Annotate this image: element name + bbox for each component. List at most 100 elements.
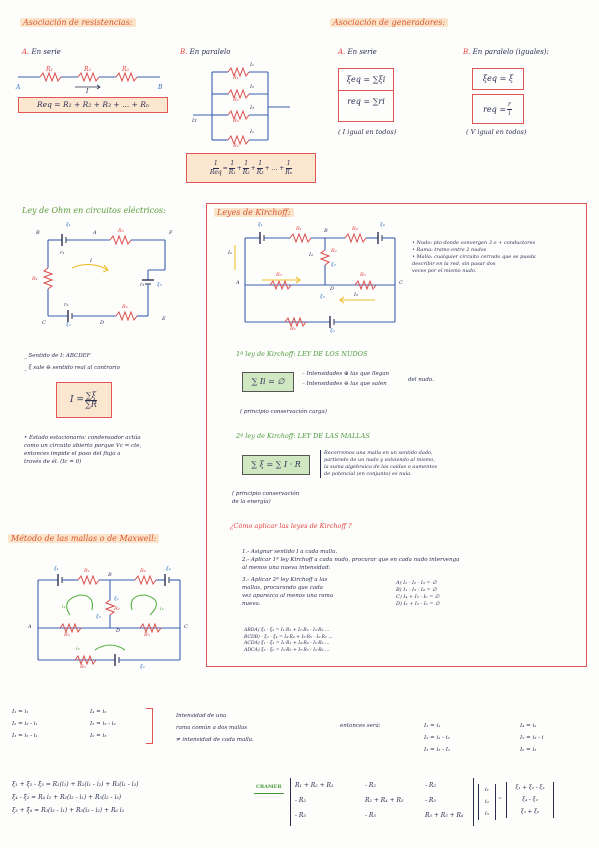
m-e1: ξ₁ xyxy=(54,566,59,572)
k-node-a: A xyxy=(236,280,240,286)
m-node-b: B xyxy=(108,572,112,578)
series-resistors-label: A. En serie xyxy=(22,48,61,56)
cramer-arrow xyxy=(254,793,284,794)
k-i1: I₁ xyxy=(228,250,232,256)
equals-sign: = xyxy=(498,796,503,802)
maxwell-entonces: entonces será: xyxy=(340,723,381,729)
m-R3: R₃ xyxy=(64,632,70,638)
ohm-node-f: F xyxy=(169,230,173,236)
ohm-e2: ξ₂ xyxy=(66,322,71,328)
series-generators-note: ( I igual en todos) xyxy=(338,128,397,136)
m-node-c: C xyxy=(184,624,188,630)
m-R6: R₆ xyxy=(80,664,86,670)
ohm-circuit xyxy=(42,234,166,322)
ohm-e1: ξ₁ xyxy=(66,222,71,228)
law1-notes: – Intensidades ⊕ las que llegan– Intensi… xyxy=(302,371,390,387)
k-R4: R₄ xyxy=(352,226,358,232)
apply-title: ¿Cómo aplicar las leyes de Kirchoff ? xyxy=(230,522,352,530)
r-eq-formula: req = ∑ri xyxy=(347,97,385,106)
pr1-label: R₁ xyxy=(233,75,239,81)
ohm-note-1: _ Sentido de I: ABCDEF xyxy=(24,353,91,359)
ohm-law-formula: I = ∑ξ∑R xyxy=(56,382,112,418)
generators-title: Asociación de generadores: xyxy=(330,18,449,27)
law1-suffix: del nudo. xyxy=(408,377,434,383)
law1-principle: ( principio conservación carga) xyxy=(240,409,327,415)
node-a-label: A xyxy=(16,84,21,91)
k-i3: I₃ xyxy=(354,292,358,298)
k-node-c: C xyxy=(399,280,403,286)
m-i1: i₁ xyxy=(62,604,66,610)
apply-steps: 1.- Asignar sentido I a cada malla. 2.- … xyxy=(242,549,460,607)
k-R5: R₅ xyxy=(360,272,366,278)
ohm-e3: ξ₃ xyxy=(157,282,162,288)
series-resistor-circuit xyxy=(18,71,160,90)
cramer-label: CRAMER xyxy=(256,784,282,790)
ohm-note-2: _ ξ sale ⊖ sentido real al contrario xyxy=(24,365,120,371)
law1-formula: ∑ Ii = ∅ xyxy=(242,372,294,392)
series-generators-label: A. En serie xyxy=(338,48,377,56)
mesh-equations: ABDA) ξ₁ - ξ₂ = I₁·R₁ + I₂·R₂ - I₃·R₃ ..… xyxy=(244,628,333,653)
m-i3: i₃ xyxy=(76,646,80,652)
m-R4: R₄ xyxy=(140,568,146,574)
ohm-node-a: A xyxy=(93,230,97,236)
m-e2: ξ₂ xyxy=(114,596,119,602)
parallel-resistors-label: B. En paralelo xyxy=(180,48,231,56)
ohm-steady-state-note: • Estado estacionario: condensador actúa… xyxy=(24,435,142,465)
maxwell-title: Método de las mallas o de Maxwell: xyxy=(8,534,160,543)
current-label: I xyxy=(86,88,89,95)
i1-label: I₁ xyxy=(250,62,254,68)
m-R5: R₅ xyxy=(144,632,150,638)
maxwell-bracket xyxy=(146,708,153,744)
kirchhoff-panel xyxy=(206,203,587,667)
k-e6: ξ₆ xyxy=(330,328,335,334)
k-R1: R₁ xyxy=(296,226,302,232)
parallel-generators-note: ( V igual en todos) xyxy=(466,128,527,136)
node-b-label: B xyxy=(158,84,163,91)
r3-label: R₃ xyxy=(122,66,129,73)
k-node-b: B xyxy=(324,228,328,234)
k-R2: R₂ xyxy=(331,248,337,254)
kirchhoff-title: Leyes de Kirchoff: xyxy=(214,208,294,217)
maxwell-circuit xyxy=(37,574,181,666)
i3-label: I₃ xyxy=(250,105,254,111)
ohm-current: I xyxy=(90,258,92,264)
ohm-node-c: C xyxy=(42,320,46,326)
ohm-r3: r₃ xyxy=(140,282,145,288)
pr2-label: R₂ xyxy=(233,97,239,103)
m-node-a: A xyxy=(28,624,32,630)
xi-eq-formula: ξeq = ∑ξi xyxy=(339,75,393,91)
m-e3: ξ₃ xyxy=(96,614,101,620)
m-node-d: D xyxy=(116,628,121,634)
ohm-node-b: B xyxy=(36,230,40,236)
m-e6: ξ₆ xyxy=(140,664,145,670)
m-R2: R₂ xyxy=(114,606,120,612)
ohm-R2: R₂ xyxy=(122,304,128,310)
parallel-generators-label: B. En paralelo (iguales): xyxy=(463,48,549,56)
ohm-R1: R₁ xyxy=(32,276,38,282)
ohm-node-e: E xyxy=(162,316,166,322)
it-label: Iᴛ xyxy=(192,118,197,124)
r2-label: R₂ xyxy=(84,66,91,73)
k-e1: ξ₁ xyxy=(258,222,263,228)
ohm-R3: R₃ xyxy=(118,228,124,234)
m-i2: i₂ xyxy=(160,606,164,612)
k-e3: ξ₃ xyxy=(320,294,325,300)
m-e4: ξ₄ xyxy=(166,566,171,572)
node-equations: A) I₁ - I₂ - I₃ = ∅B) I₁ - I₃ - I₄ = ∅C)… xyxy=(396,580,440,607)
ohm-node-d: D xyxy=(100,320,105,326)
law2-principle: ( principio conservación de la energía) xyxy=(232,491,300,505)
k-R6: R₆ xyxy=(290,326,296,332)
ohm-title: Ley de Ohm en circuitos eléctricos: xyxy=(22,206,166,215)
law2-title: 2ª ley de Kirchoff: LEY DE LAS MALLAS xyxy=(236,432,370,440)
parallel-xi-formula: ξeq = ξ xyxy=(472,68,524,90)
k-node-d: D xyxy=(330,286,335,292)
